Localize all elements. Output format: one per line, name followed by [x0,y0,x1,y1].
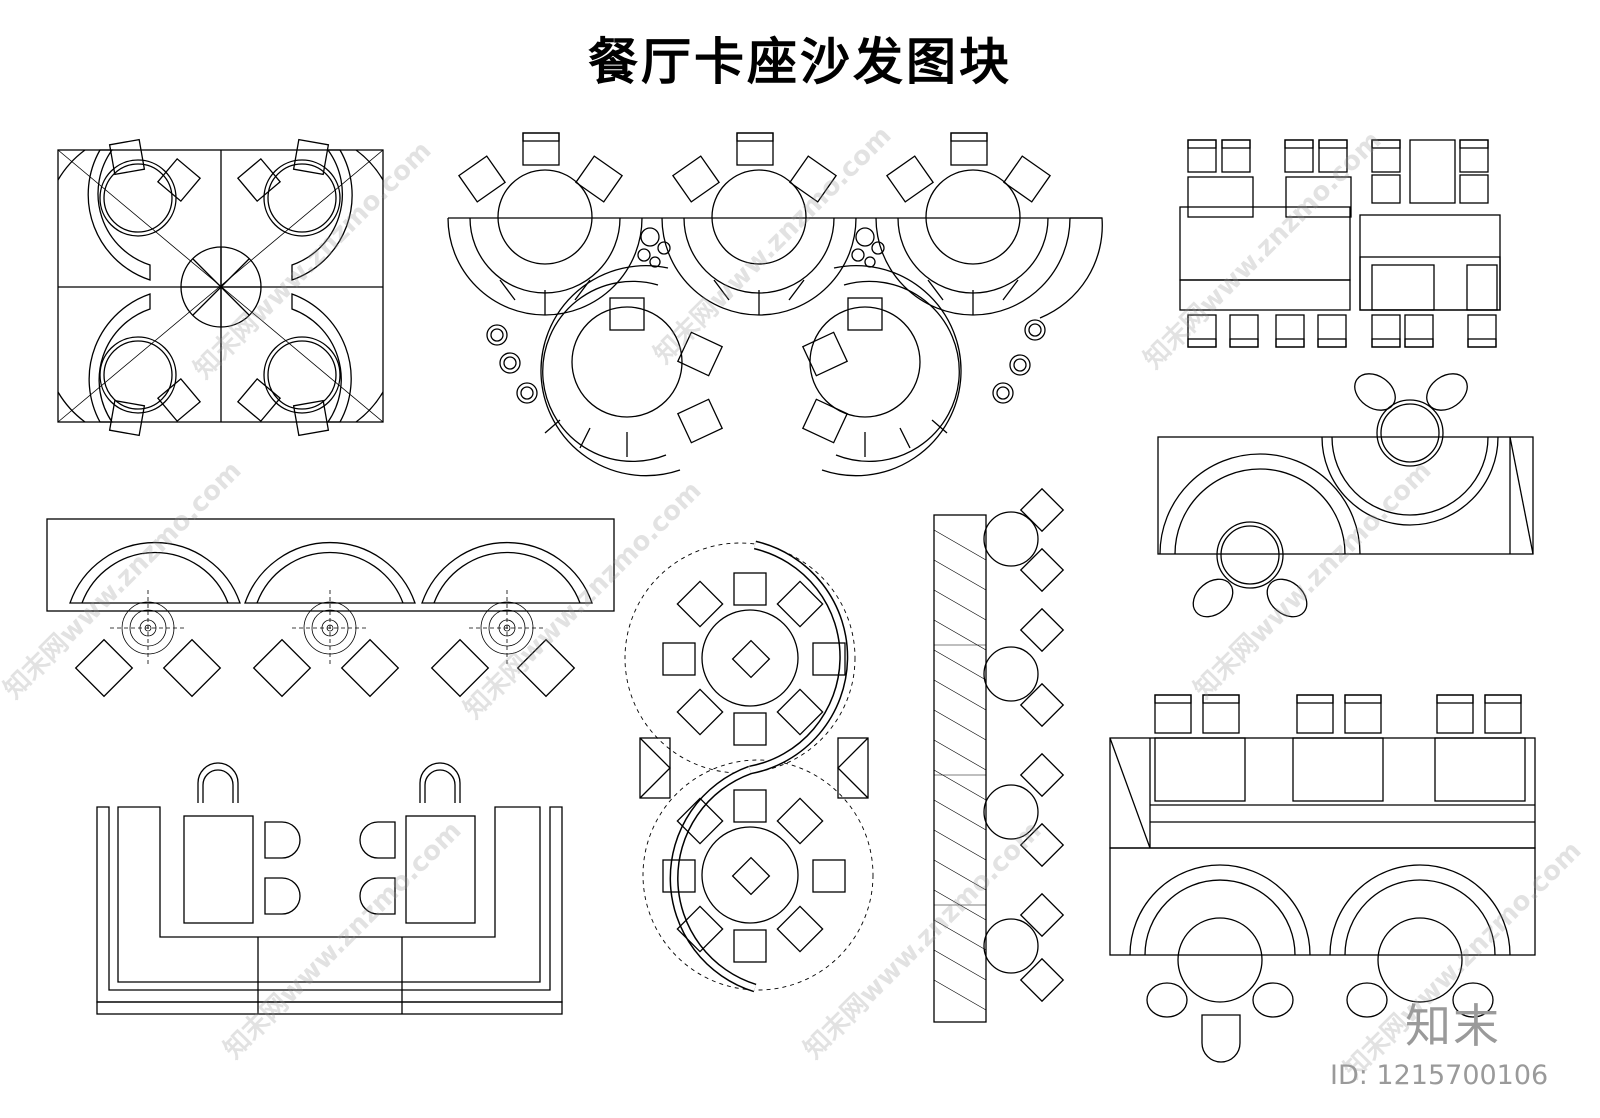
block-three-half-round-booths [46,518,615,698]
image-id-label: ID: 1215700106 [1330,1060,1549,1091]
brand-logo: 知末 [1405,999,1501,1053]
page-title: 餐厅卡座沙发图块 [588,33,1012,91]
block-four-round-booths [57,138,384,437]
block-two-round-tables-curved-bench [1157,373,1534,618]
block-planter-row-round-tables [933,487,1065,1023]
block-s-shaped-banquette [624,540,874,993]
block-five-round-tables-curved-sofas [447,132,1103,477]
block-square-tables-bar [1179,139,1501,348]
block-u-shaped-booths [96,762,563,1015]
block-counter-twin-half-round-booths [1109,694,1536,1063]
